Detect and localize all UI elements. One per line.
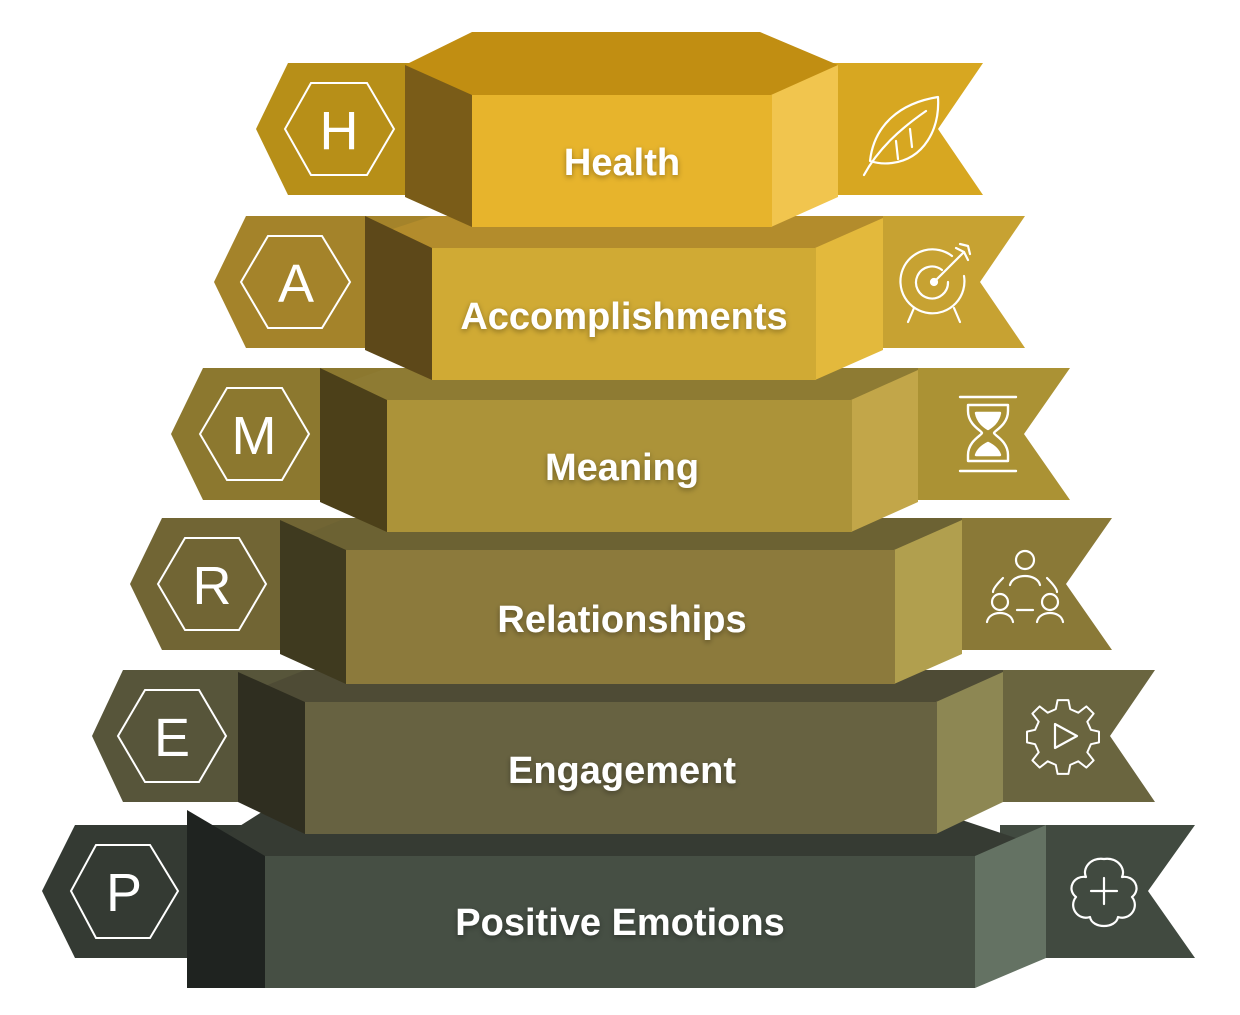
tier-left-face-accomplishments: [365, 216, 432, 380]
hexagon-outline: [116, 689, 228, 783]
banner-right-engagement: [960, 670, 1155, 802]
tier-label: Health: [564, 142, 680, 184]
tier-meaning: M Meaning: [171, 368, 1070, 532]
tier-positive-emotions: P Positive Emotions: [42, 810, 1195, 988]
tier-front-face-positive-emotions: [265, 856, 975, 988]
tier-right-face-accomplishments: [815, 218, 883, 380]
tier-left-face-health: [405, 65, 472, 227]
tier-label: Relationships: [497, 599, 746, 641]
gear-play-icon: [1026, 699, 1100, 775]
hexagon-letter: H: [320, 101, 359, 161]
hexagon-outline: [69, 844, 180, 939]
hexagon-letter: R: [193, 556, 232, 616]
tier-label: Positive Emotions: [455, 902, 784, 944]
tier-front-face-meaning: [387, 400, 852, 532]
tier-engagement: E Engagement: [92, 670, 1155, 834]
hexagon-letter: P: [106, 863, 142, 923]
tier-left-face-engagement: [238, 672, 305, 834]
flower-plus-icon: [1070, 857, 1138, 928]
hexagon-outline: [283, 82, 396, 176]
tier-right-face-relationships: [894, 520, 962, 684]
tier-right-face-health: [771, 65, 838, 227]
leaf-icon: [862, 95, 940, 177]
people-network-icon: [985, 549, 1065, 624]
hexagon-letter: E: [154, 708, 190, 768]
hexagon-letter: M: [232, 406, 277, 466]
tier-right-face-positive-emotions: [975, 825, 1046, 988]
tier-front-face-accomplishments: [432, 248, 816, 380]
hexagon-outline: [239, 235, 352, 329]
tier-front-face-health: [472, 95, 772, 227]
banner-right-relationships: [918, 518, 1112, 650]
tier-left-face-relationships: [280, 520, 346, 684]
banner-right-health: [790, 63, 983, 195]
tier-left-face-positive-emotions: [187, 810, 265, 988]
tier-label: Meaning: [545, 447, 699, 489]
banner-right-meaning: [875, 368, 1070, 500]
tier-health: H Health: [256, 32, 983, 227]
tier-accomplishments: A Accomplishments: [214, 216, 1025, 380]
hexagon-outline: [198, 387, 311, 481]
target-arrow-icon: [899, 242, 972, 324]
tier-left-face-meaning: [320, 368, 387, 532]
hexagon-outline: [156, 537, 268, 631]
tier-front-face-relationships: [346, 550, 895, 684]
hexagon-letter: A: [278, 254, 314, 314]
tier-label: Accomplishments: [460, 296, 787, 338]
tier-top-face-health: [405, 32, 838, 95]
tier-right-face-engagement: [936, 672, 1003, 834]
tier-relationships: R Relationships: [130, 518, 1112, 684]
tier-front-face-engagement: [305, 702, 937, 834]
tier-label: Engagement: [508, 750, 736, 792]
hourglass-icon: [958, 395, 1018, 473]
tier-right-face-meaning: [851, 370, 918, 532]
